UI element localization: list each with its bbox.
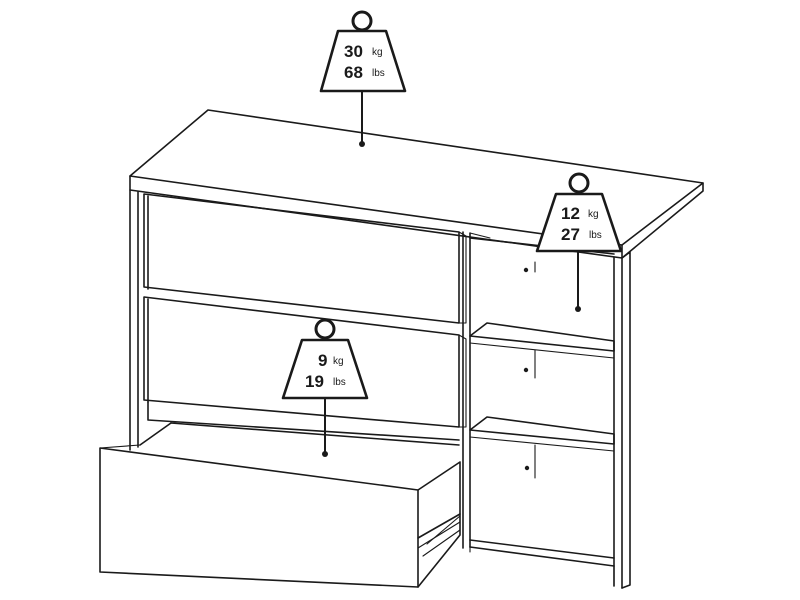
cabinet-left-side bbox=[129, 189, 139, 451]
cabinet-divider bbox=[462, 231, 491, 549]
cabinet-base bbox=[469, 546, 615, 587]
drawer-front-1 bbox=[143, 193, 467, 324]
cabinet-right-side bbox=[613, 251, 631, 589]
weight-drawer-value-alt: 19 bbox=[305, 372, 324, 391]
drawer-open bbox=[99, 401, 461, 588]
cabinet-drawing bbox=[99, 109, 704, 589]
cabinet-shelves bbox=[469, 237, 615, 567]
weight-top-value: 30 bbox=[344, 42, 363, 61]
weight-label-shelf: 12 kg 27 lbs bbox=[535, 172, 623, 312]
weight-label-drawer: 9 kg 19 lbs bbox=[281, 318, 369, 457]
weight-drawer-value: 9 bbox=[318, 351, 327, 370]
weight-top-unit-alt: lbs bbox=[372, 68, 385, 79]
weight-shelf-unit: kg bbox=[588, 209, 599, 220]
shelf-pins bbox=[523, 267, 530, 471]
drawer-front-2 bbox=[143, 296, 467, 428]
weight-shelf-unit-alt: lbs bbox=[589, 230, 602, 241]
weight-top-unit: kg bbox=[372, 47, 383, 58]
weight-shelf-value-alt: 27 bbox=[561, 225, 580, 244]
weight-drawer-unit: kg bbox=[333, 356, 344, 367]
weight-shelf-value: 12 bbox=[561, 204, 580, 223]
weight-label-top: 30 kg 68 lbs bbox=[319, 10, 407, 147]
weight-drawer-unit-alt: lbs bbox=[333, 377, 346, 388]
weight-top-value-alt: 68 bbox=[344, 63, 363, 82]
